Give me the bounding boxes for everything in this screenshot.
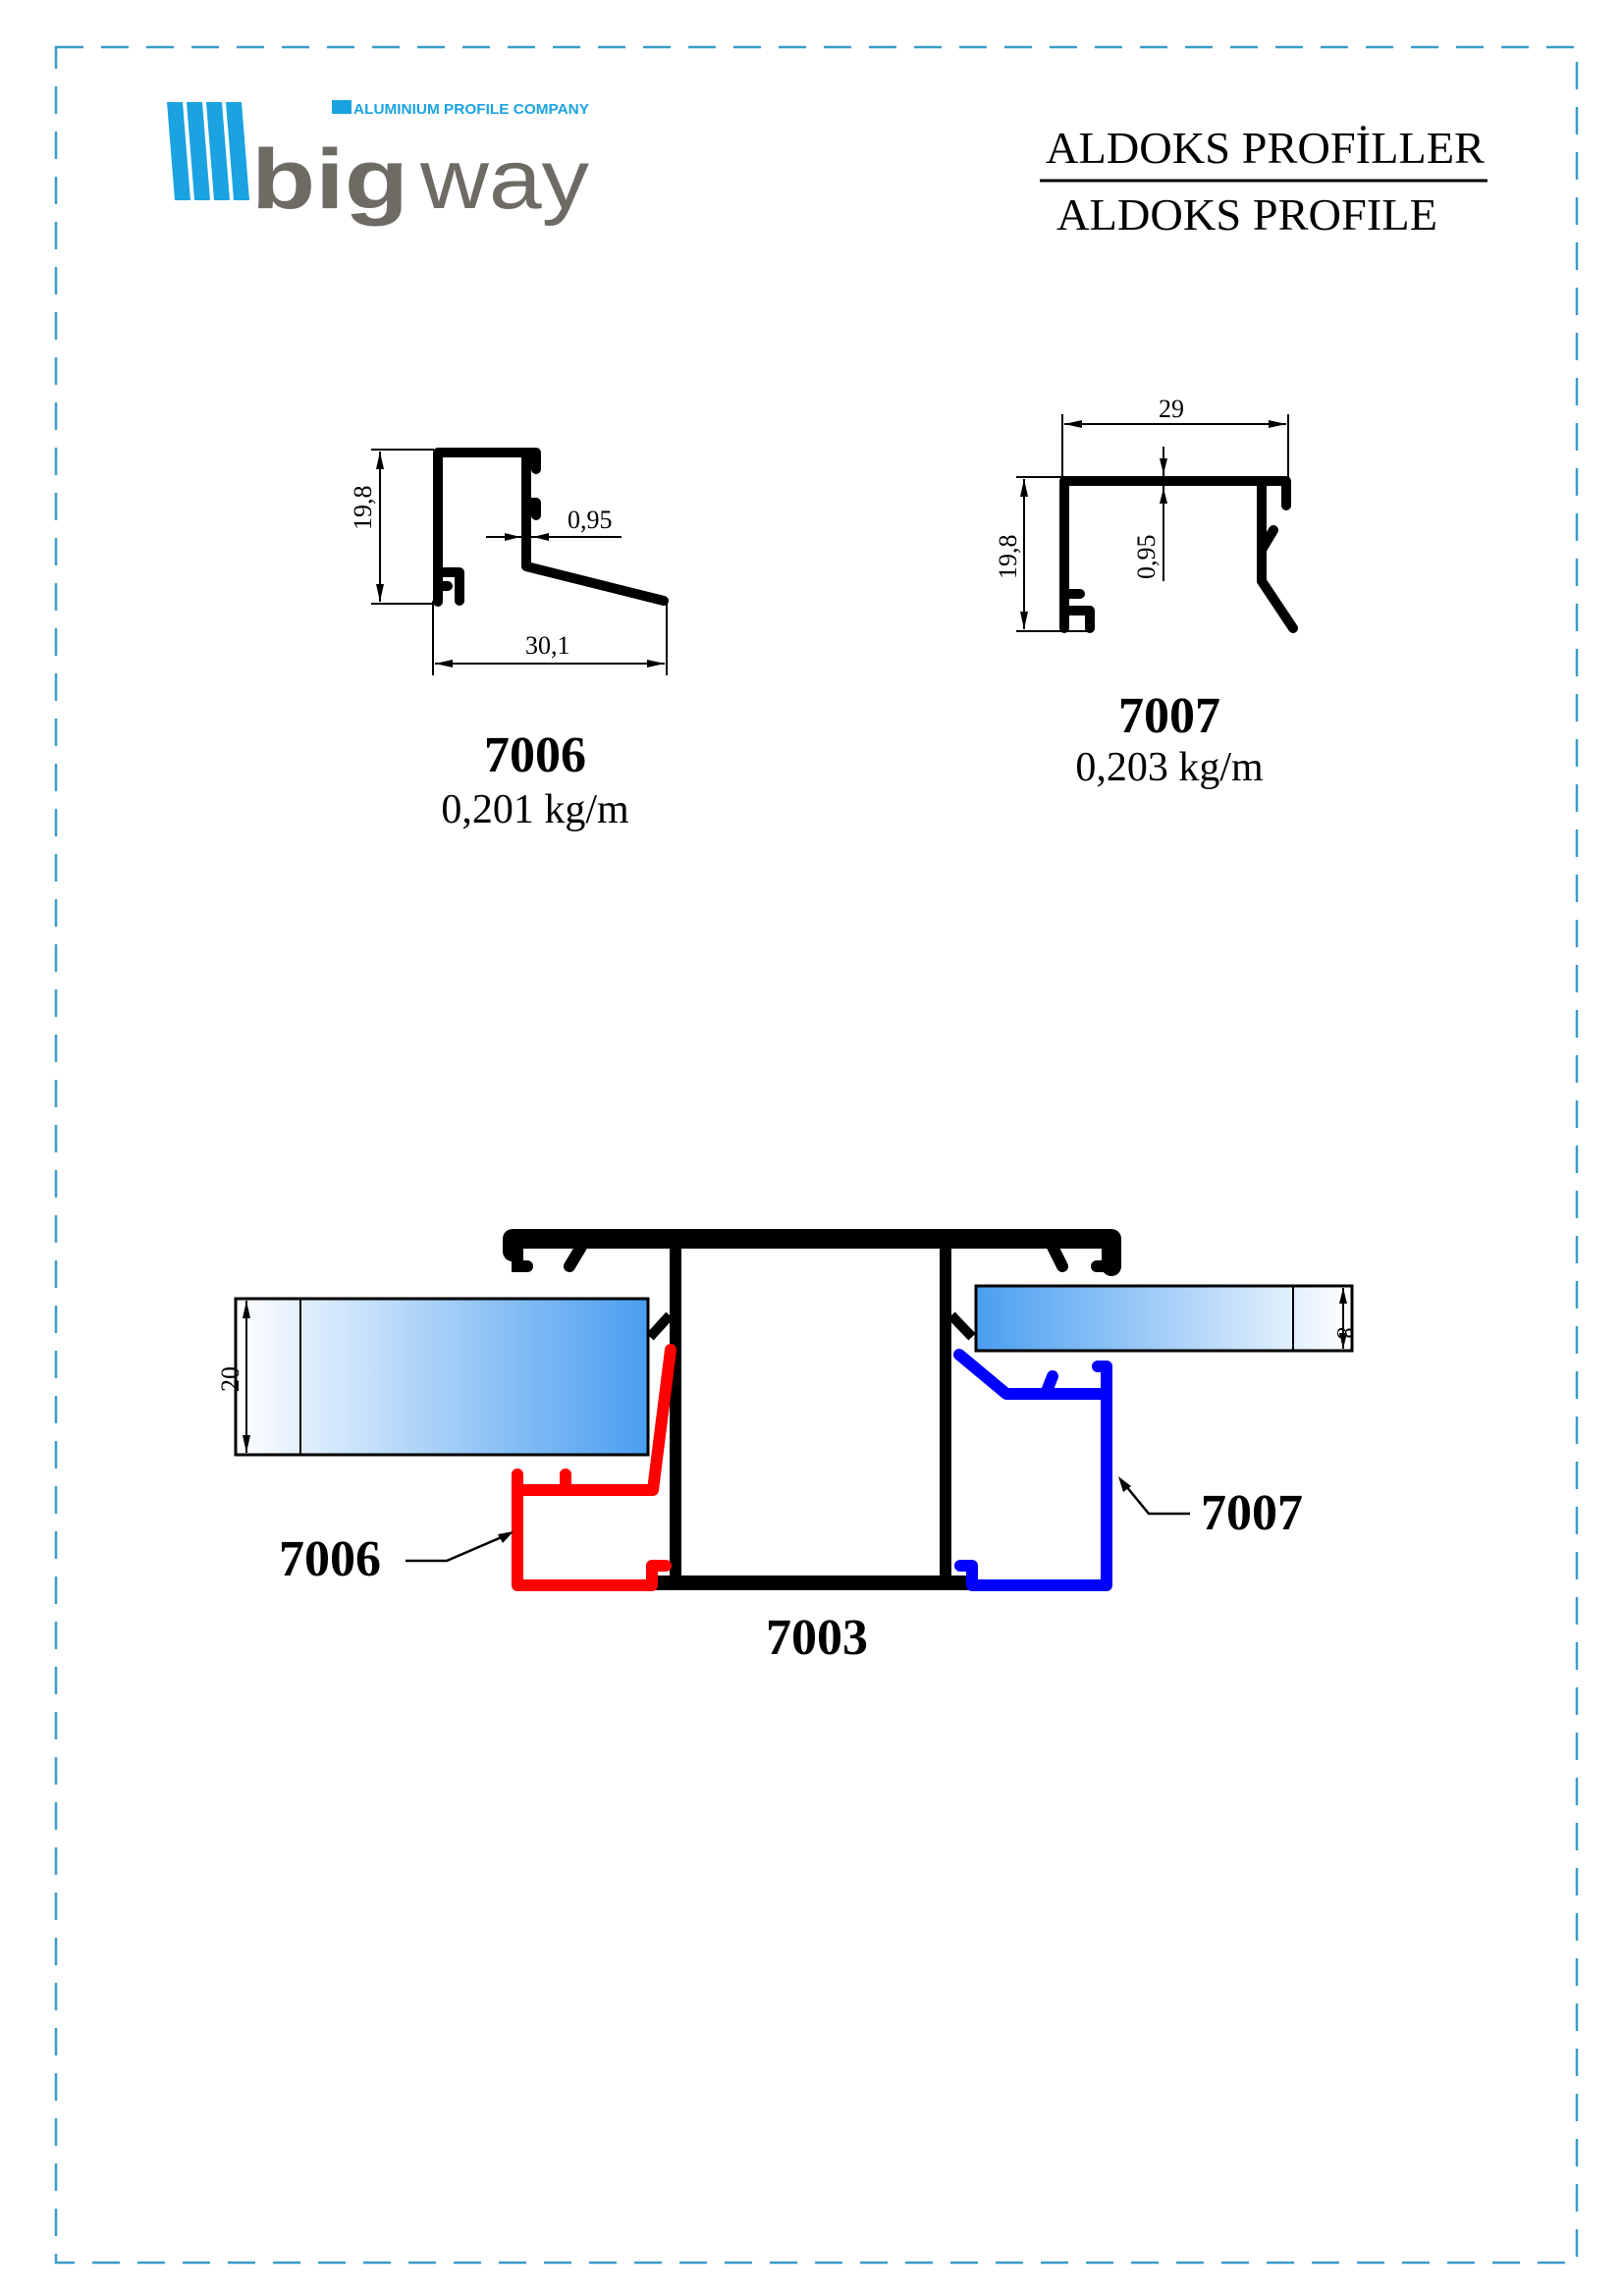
dim-7006-height: 19,8 [349, 486, 377, 531]
profile-7007-shape [953, 1349, 1112, 1591]
title-turkish: ALDOKS PROFİLLER [1046, 123, 1485, 173]
profile-7007-drawing: 29 19,8 0,95 [994, 395, 1298, 633]
dim-7007-thickness: 0,95 [1132, 535, 1161, 580]
title-english: ALDOKS PROFILE [1056, 189, 1437, 240]
assembly-label-7003: 7003 [766, 1610, 868, 1666]
profile-7007-code: 7007 [1118, 688, 1220, 744]
profile-7006-drawing: 19,8 30,1 0,95 [349, 448, 669, 675]
page-border [54, 45, 1579, 2265]
logo-brand-bold: big [251, 133, 408, 227]
profile-7006-weight: 0,201 kg/m [441, 787, 629, 832]
glass-left [234, 1297, 650, 1457]
leader-7006 [406, 1531, 512, 1563]
bigway-logo: ALUMINIUM PROFILE COMPANY big way [167, 100, 589, 227]
profile-7006-code: 7006 [484, 727, 586, 783]
profile-7003-shape [503, 1229, 1121, 1590]
profile-7006-shape [512, 1344, 676, 1591]
dim-left-glass: 20 [216, 1366, 244, 1392]
dim-7007-height: 19,8 [994, 535, 1022, 580]
assembly-label-7006: 7006 [279, 1531, 381, 1587]
dim-7006-thickness: 0,95 [568, 506, 613, 534]
dim-right-glass: 8 [1331, 1327, 1357, 1339]
profile-7007-weight: 0,203 kg/m [1075, 745, 1264, 790]
glass-right [974, 1284, 1354, 1353]
leader-7007 [1120, 1479, 1190, 1516]
dim-7007-width: 29 [1159, 395, 1184, 423]
assembly-label-7007: 7007 [1201, 1485, 1303, 1541]
assembly-drawing: 20 8 [216, 1229, 1357, 1591]
logo-brand-light: way [419, 133, 589, 227]
dim-7006-width: 30,1 [525, 631, 570, 660]
logo-tagline: ALUMINIUM PROFILE COMPANY [353, 101, 589, 118]
